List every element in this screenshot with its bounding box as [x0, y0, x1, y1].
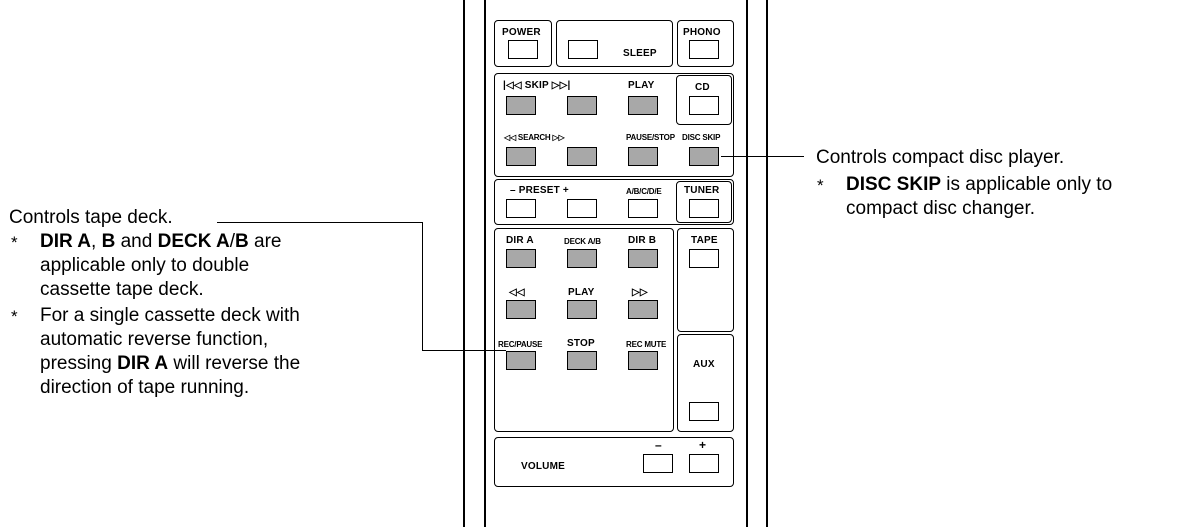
cd-panel: [676, 75, 732, 125]
power-button[interactable]: [508, 40, 538, 59]
dir-a-label: DIR A: [506, 235, 534, 246]
play-label: PLAY: [628, 80, 655, 91]
fast-forward-button[interactable]: [628, 300, 658, 319]
cd-button[interactable]: [689, 96, 719, 115]
pause-stop-label: PAUSE/STOP: [626, 133, 675, 142]
rewind-button[interactable]: [506, 300, 536, 319]
tuner-panel: [676, 181, 732, 223]
cd-play-button[interactable]: [628, 96, 658, 115]
volume-label: VOLUME: [521, 461, 565, 472]
sleep-label: SLEEP: [623, 48, 657, 59]
tape-play-button[interactable]: [567, 300, 597, 319]
tuner-label: TUNER: [684, 185, 720, 196]
right-note-star: *: [817, 176, 824, 195]
sleep-panel: [556, 20, 673, 67]
abcde-button[interactable]: [628, 199, 658, 218]
phono-button[interactable]: [689, 40, 719, 59]
left-note-star-1: *: [11, 233, 18, 252]
left-note-bullet2-line1: For a single cassette deck with: [40, 305, 300, 326]
deck-ab-button[interactable]: [567, 249, 597, 268]
stop-button[interactable]: [567, 351, 597, 370]
tuner-section-panel: [494, 179, 734, 225]
left-note-bullet2-line2: automatic reverse function,: [40, 329, 269, 350]
left-note-star-2: *: [11, 307, 18, 326]
left-note-bullet1-line2: applicable only to double: [40, 255, 250, 276]
remote-right-inner-edge: [746, 0, 748, 527]
fast-forward-label: ▷▷: [632, 287, 648, 298]
tape-panel: [677, 228, 734, 332]
volume-plus-button[interactable]: [689, 454, 719, 473]
deck-ab-label: DECK A/B: [564, 237, 601, 246]
phono-label: PHONO: [683, 27, 721, 38]
right-note-bullet-line1: DISC SKIP is applicable only to: [846, 174, 1113, 195]
disc-skip-button[interactable]: [689, 147, 719, 166]
rewind-label: ◁◁: [509, 287, 525, 298]
left-note-bullet1-line3: cassette tape deck.: [40, 279, 204, 300]
rec-pause-button[interactable]: [506, 351, 536, 370]
skip-forward-button[interactable]: [567, 96, 597, 115]
left-leader-top: [217, 222, 422, 223]
skip-back-button[interactable]: [506, 96, 536, 115]
preset-plus-button[interactable]: [567, 199, 597, 218]
sleep-button[interactable]: [568, 40, 598, 59]
left-note-title: Controls tape deck.: [9, 207, 173, 228]
left-leader-bottom: [422, 350, 506, 351]
right-note-title: Controls compact disc player.: [816, 147, 1065, 168]
rec-mute-button[interactable]: [628, 351, 658, 370]
right-note-bullet-line2: compact disc changer.: [846, 198, 1036, 219]
dir-b-label: DIR B: [628, 235, 657, 246]
tape-play-label: PLAY: [568, 287, 595, 298]
cd-section-panel: [494, 73, 734, 177]
aux-button[interactable]: [689, 402, 719, 421]
search-label: ◁◁ SEARCH ▷▷: [504, 133, 565, 142]
remote-left-inner-edge: [484, 0, 486, 527]
dir-a-button[interactable]: [506, 249, 536, 268]
cd-label: CD: [695, 82, 710, 93]
volume-plus-label: +: [699, 438, 707, 452]
power-panel: [494, 20, 552, 67]
stop-label: STOP: [567, 338, 595, 349]
tape-button[interactable]: [689, 249, 719, 268]
volume-minus-button[interactable]: [643, 454, 673, 473]
left-leader-vertical: [422, 222, 423, 350]
aux-panel: [677, 334, 734, 432]
rec-pause-label: REC/PAUSE: [498, 340, 543, 349]
remote-left-edge: [463, 0, 465, 527]
pause-stop-button[interactable]: [628, 147, 658, 166]
remote-right-edge: [766, 0, 768, 527]
left-note-bullet2-line4: direction of tape running.: [40, 377, 250, 398]
left-note-bullet2-line3: pressing DIR A will reverse the: [40, 353, 301, 374]
rec-mute-label: REC MUTE: [626, 340, 667, 349]
disc-skip-label: DISC SKIP: [682, 133, 721, 142]
left-note-bullet1-line1: DIR A, B and DECK A/B are: [40, 231, 282, 252]
tuner-button[interactable]: [689, 199, 719, 218]
search-forward-button[interactable]: [567, 147, 597, 166]
aux-label: AUX: [693, 359, 715, 370]
preset-minus-button[interactable]: [506, 199, 536, 218]
search-back-button[interactable]: [506, 147, 536, 166]
preset-label: – PRESET +: [510, 185, 569, 196]
right-leader: [721, 156, 804, 157]
volume-panel: [494, 437, 734, 487]
tape-label: TAPE: [691, 235, 718, 246]
abcde-label: A/B/C/D/E: [626, 187, 662, 196]
volume-minus-label: –: [655, 438, 662, 452]
phono-panel: [677, 20, 734, 67]
tape-section-panel: [494, 228, 674, 432]
skip-label: |◁◁ SKIP ▷▷|: [503, 80, 571, 91]
dir-b-button[interactable]: [628, 249, 658, 268]
power-label: POWER: [502, 27, 541, 38]
